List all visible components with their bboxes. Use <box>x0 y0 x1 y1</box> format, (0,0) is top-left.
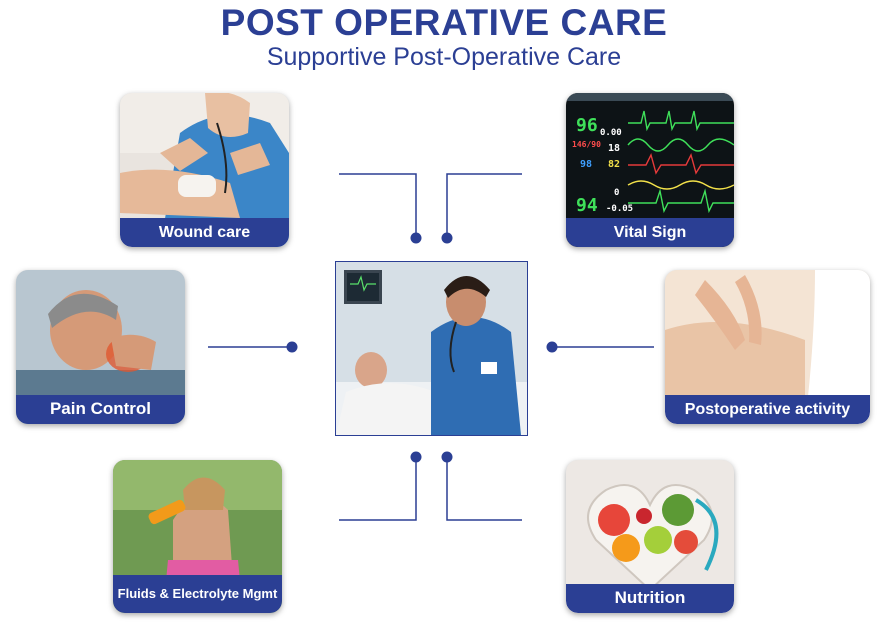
monitor-reading: 146/90 <box>572 140 601 149</box>
card-label: Fluids & Electrolyte Mgmt <box>113 575 282 613</box>
card-label: Wound care <box>120 218 289 247</box>
card-label: Pain Control <box>16 395 185 424</box>
nurse-bandaging-arm-image <box>120 93 289 247</box>
center-doctor-image <box>335 261 528 436</box>
page-title: POST OPERATIVE CARE <box>220 2 668 43</box>
card-postoperative-activity: Postoperative activity <box>665 270 870 424</box>
monitor-reading: 96 <box>576 115 598 136</box>
connector-dot <box>546 341 558 353</box>
monitor-reading: 94 <box>576 195 598 216</box>
monitor-reading: 0 <box>614 188 619 198</box>
connector-dot <box>286 341 298 353</box>
card-pain-control: Pain Control <box>16 270 185 424</box>
card-wound-care: Wound care <box>120 93 289 247</box>
page-subtitle: Supportive Post-Operative Care <box>266 43 622 71</box>
monitor-reading: 98 <box>580 159 592 170</box>
connector-dot <box>410 451 422 463</box>
doctor-with-stethoscope-and-patient-image <box>336 262 527 435</box>
card-vital-sign: 96 0.00 18 146/90 98 82 94 0 -0.05 Vital… <box>566 93 734 247</box>
card-label: Vital Sign <box>566 218 734 247</box>
woman-drinking-bottle-image <box>113 460 282 613</box>
monitor-reading: -0.05 <box>606 204 633 214</box>
monitor-reading: 82 <box>608 159 620 170</box>
card-fluids-electrolyte: Fluids & Electrolyte Mgmt <box>113 460 282 613</box>
connector-dot <box>441 232 453 244</box>
monitor-reading: 18 <box>608 143 620 154</box>
monitor-reading: 0.00 <box>600 128 622 138</box>
connector-dot <box>410 232 422 244</box>
heart-shaped-fruit-bowl-image <box>566 460 734 613</box>
card-label: Nutrition <box>566 584 734 613</box>
card-nutrition: Nutrition <box>566 460 734 613</box>
card-label: Postoperative activity <box>665 395 870 424</box>
connector-dot <box>441 451 453 463</box>
